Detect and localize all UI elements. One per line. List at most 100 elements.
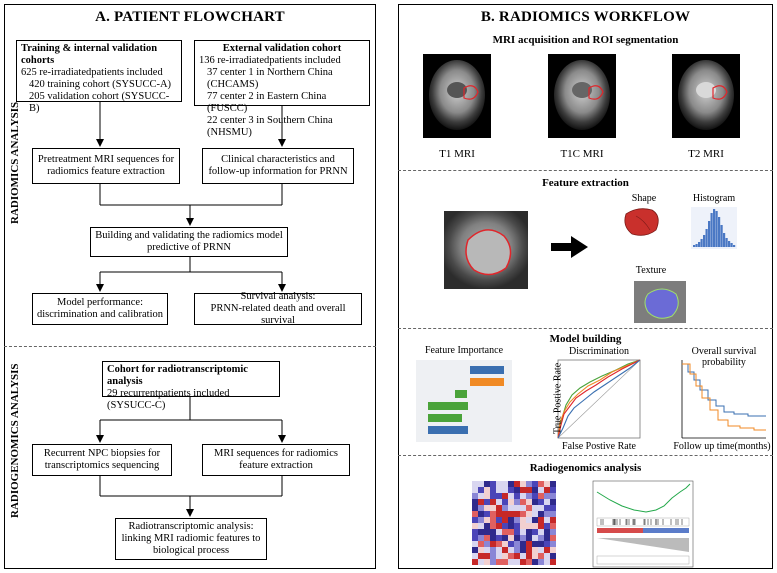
heatmap-cell	[526, 559, 532, 565]
heatmap-cell	[508, 559, 514, 565]
heatmap-cell	[526, 553, 532, 559]
heatmap-cell	[550, 517, 556, 523]
heatmap-cell	[472, 553, 478, 559]
heatmap-cell	[532, 493, 538, 499]
external-line-2: 37 center 1 in Northern China (CHCAMS)	[207, 67, 333, 90]
clinical-characteristics-box: Clinical characteristics and follow-up i…	[202, 148, 354, 184]
heatmap-cell	[496, 511, 502, 517]
heatmap-cell	[484, 541, 490, 547]
heatmap-cell	[508, 523, 514, 529]
shape-3d-icon	[624, 208, 659, 236]
heatmap-cell	[526, 487, 532, 493]
heatmap-cell	[544, 487, 550, 493]
heatmap-cell	[484, 529, 490, 535]
heatmap-cell	[478, 499, 484, 505]
heatmap-cell	[532, 535, 538, 541]
histogram-bar	[693, 245, 696, 247]
heatmap-cell	[472, 547, 478, 553]
heatmap-cell	[538, 505, 544, 511]
heatmap-cell	[550, 529, 556, 535]
cohort-rt-heading: Cohort for radiotranscriptomic analysis	[107, 364, 248, 387]
heatmap-cell	[514, 481, 520, 487]
heatmap-cell	[538, 499, 544, 505]
heatmap-cell	[496, 547, 502, 553]
heatmap-cell	[502, 481, 508, 487]
heatmap-cell	[544, 511, 550, 517]
model-building-title: Model building	[549, 333, 622, 345]
histogram-bar	[730, 243, 733, 247]
feature-importance-chart	[416, 360, 512, 442]
heatmap-cell	[508, 511, 514, 517]
heatmap-cell	[514, 511, 520, 517]
feature-importance-label: Feature Importance	[424, 345, 504, 356]
heatmap-cell	[544, 517, 550, 523]
heatmap-cell	[532, 529, 538, 535]
heatmap-cell	[532, 481, 538, 487]
importance-bar	[470, 366, 504, 374]
heatmap-cell	[514, 487, 520, 493]
heatmap-cell	[502, 559, 508, 565]
heatmap-cell	[502, 523, 508, 529]
histogram-bar	[725, 238, 728, 247]
heatmap-cell	[502, 553, 508, 559]
heatmap-cell	[538, 481, 544, 487]
gsea-plot-image	[592, 480, 694, 568]
importance-bar	[428, 426, 468, 434]
heatmap-cell	[544, 547, 550, 553]
heatmap-cell	[550, 535, 556, 541]
heatmap-cell	[490, 547, 496, 553]
heatmap-cell	[544, 523, 550, 529]
histogram-bar	[695, 244, 698, 247]
t1c-mri-label: T1C MRI	[560, 148, 604, 160]
heatmap-cell	[520, 493, 526, 499]
heatmap-cell	[538, 517, 544, 523]
heatmap-cell	[502, 529, 508, 535]
heatmap-cell	[538, 547, 544, 553]
heatmap-cell	[520, 529, 526, 535]
importance-bar	[428, 402, 468, 410]
texture-image	[634, 281, 686, 323]
histogram-bar	[733, 245, 736, 247]
heatmap-cell	[508, 481, 514, 487]
heatmap-cell	[496, 481, 502, 487]
heatmap-cell	[484, 493, 490, 499]
heatmap-cell	[550, 541, 556, 547]
radiogenomics-analysis-title: Radiogenomics analysis	[529, 462, 642, 474]
mri-seq-line-2: feature extraction	[239, 460, 313, 471]
heatmap-cell	[508, 499, 514, 505]
right-divider-3	[398, 455, 773, 456]
heatmap-cell	[496, 487, 502, 493]
heatmap-cell	[490, 517, 496, 523]
building-line-2: predictive of PRNN	[147, 242, 231, 253]
heatmap-cell	[538, 493, 544, 499]
heatmap-cell	[526, 523, 532, 529]
heatmap-cell	[532, 499, 538, 505]
heatmap-cell	[496, 559, 502, 565]
external-line-3: 77 center 2 in Eastern China (FUSCC)	[207, 91, 327, 114]
heatmap-cell	[478, 559, 484, 565]
patient-flowchart-panel	[4, 4, 376, 569]
model-perf-line-1: Model performance:	[56, 297, 143, 308]
heatmap-cell	[544, 559, 550, 565]
heatmap-cell	[550, 547, 556, 553]
heatmap-cell	[526, 481, 532, 487]
heatmap-cell	[490, 499, 496, 505]
right-divider-1	[398, 170, 773, 171]
heatmap-cell	[484, 481, 490, 487]
histogram-bar	[713, 209, 716, 247]
heatmap-cell	[538, 529, 544, 535]
shape-label: Shape	[631, 193, 657, 204]
heatmap-cell	[484, 499, 490, 505]
heatmap-cell	[508, 547, 514, 553]
heatmap-cell	[472, 505, 478, 511]
heatmap-cell	[490, 553, 496, 559]
heatmap-cell	[520, 505, 526, 511]
histogram-bar	[728, 241, 731, 247]
heatmap-cell	[502, 487, 508, 493]
histogram-label: Histogram	[692, 193, 736, 204]
training-cohort-heading: Training & internal validation cohorts	[21, 43, 158, 66]
cohort-rt-line-1: 29 recurrentpatients included (SYSUCC-C)	[107, 388, 230, 411]
